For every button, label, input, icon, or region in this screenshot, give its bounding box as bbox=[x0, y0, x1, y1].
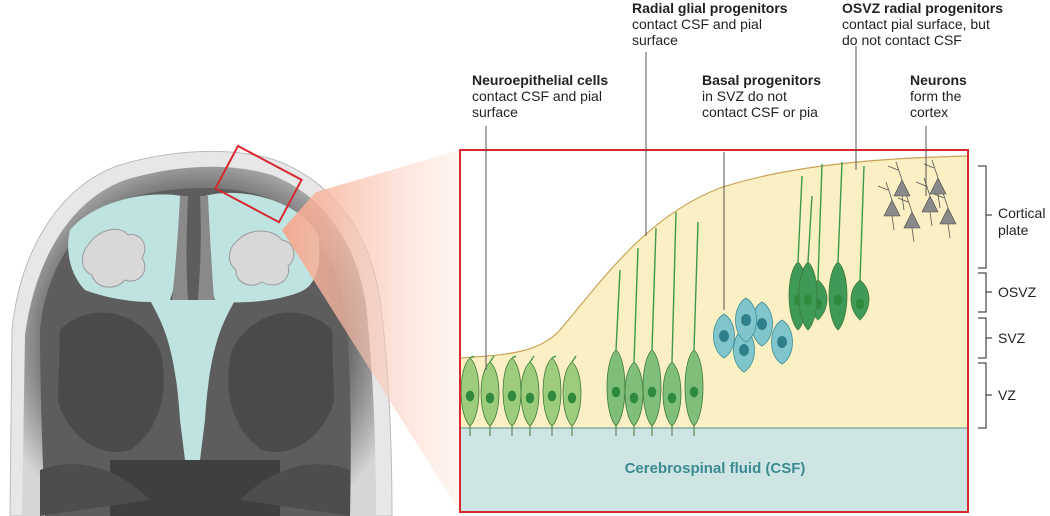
radial-glial-cell-4-nucleus bbox=[667, 392, 677, 404]
zone-label-vz: VZ bbox=[998, 387, 1016, 403]
neuron-branch-5 bbox=[887, 165, 899, 171]
cortical-tissue bbox=[460, 156, 968, 428]
neuroepithelial-cell-2-nucleus bbox=[485, 392, 495, 404]
neuroepithelial-desc-2: surface bbox=[472, 104, 518, 120]
neuron-axon-2 bbox=[911, 227, 915, 243]
basal-nucleus-3 bbox=[757, 318, 767, 330]
radial-glial-title: Radial glial progenitors bbox=[632, 0, 788, 16]
neuroepithelial-cell-4-nucleus bbox=[525, 392, 535, 404]
pial-surface-line bbox=[460, 155, 968, 359]
neuron-branch-2 bbox=[897, 197, 909, 203]
neuroepithelial-cell-1-process bbox=[469, 355, 475, 359]
label-osvz-radial-progenitors: OSVZ radial progenitors contact pial sur… bbox=[842, 0, 1003, 48]
osvz-radial-desc-2: do not contact CSF bbox=[842, 32, 962, 48]
csf-label: Cerebrospinal fluid (CSF) bbox=[624, 460, 806, 477]
basal-desc-1: in SVZ do not bbox=[702, 88, 787, 104]
neuroepithelial-cell-5-process bbox=[551, 355, 557, 359]
neuron-branch-1 bbox=[877, 185, 889, 191]
radial-glial-cell-1-nucleus bbox=[611, 386, 621, 398]
neuron-branch-3 bbox=[915, 181, 927, 187]
label-neurons: Neurons form the cortex bbox=[910, 72, 967, 120]
neuroepithelial-cell-4-process bbox=[529, 355, 535, 363]
zone-cortical-line-2: plate bbox=[998, 222, 1029, 238]
zone-brackets bbox=[978, 165, 992, 429]
radial-glial-cell-4-process bbox=[671, 211, 677, 363]
radial-glial-cell-2-process bbox=[633, 247, 639, 363]
neurons-desc-2: cortex bbox=[910, 104, 949, 120]
radial-glial-desc-1: contact CSF and pial bbox=[632, 16, 762, 32]
label-radial-glial-progenitors: Radial glial progenitors contact CSF and… bbox=[632, 0, 788, 48]
basal-nucleus-5 bbox=[741, 314, 751, 326]
basal-nucleus-4 bbox=[777, 336, 787, 348]
bracket-osvz bbox=[978, 272, 992, 313]
osvz-radial-desc-1: contact pial surface, but bbox=[842, 16, 990, 32]
bracket-cortical-plate bbox=[978, 165, 992, 269]
radial-glial-cell-3-process bbox=[651, 227, 657, 351]
osvz-radial-cell-4-process bbox=[859, 165, 865, 281]
cortex-schematic-panel bbox=[460, 150, 968, 512]
bracket-svz bbox=[978, 317, 992, 359]
neuron-dendrite-1 bbox=[885, 181, 893, 201]
neuroepithelial-cell-3-process bbox=[511, 355, 517, 359]
osvz-radial-title: OSVZ radial progenitors bbox=[842, 0, 1004, 16]
radial-glial-cell-2-nucleus bbox=[629, 392, 639, 404]
neuron-axon-4 bbox=[947, 223, 951, 239]
zone-label-osvz: OSVZ bbox=[998, 284, 1037, 300]
neuron-axon-5 bbox=[901, 195, 905, 211]
neuroepithelial-title: Neuroepithelial cells bbox=[472, 72, 609, 88]
neurons-title: Neurons bbox=[910, 72, 967, 88]
radial-glial-cell-5-nucleus bbox=[689, 386, 699, 398]
neuron-dendrite-2 bbox=[905, 193, 913, 213]
neuroepithelial-cell-1-nucleus bbox=[465, 390, 475, 402]
zone-label-cortical-plate: Cortical plate bbox=[998, 205, 1045, 239]
neuron-dendrite-6 bbox=[931, 159, 939, 179]
radial-glial-cell-3-nucleus bbox=[647, 386, 657, 398]
osvz-radial-cell-4-nucleus bbox=[855, 298, 865, 310]
bracket-vz bbox=[978, 362, 992, 429]
neuroepithelial-cell-5-nucleus bbox=[547, 390, 557, 402]
leader-lines bbox=[485, 46, 927, 370]
neuroepithelial-cell-2-process bbox=[489, 355, 495, 363]
basal-nucleus-1 bbox=[719, 330, 729, 342]
csf-region bbox=[460, 428, 968, 512]
neuroepithelial-cell-6-nucleus bbox=[567, 392, 577, 404]
neuron-axon-6 bbox=[937, 193, 941, 209]
neuron-branch-4 bbox=[933, 193, 945, 199]
osvz-radial-cell-1-process bbox=[797, 175, 803, 263]
osvz-radial-cell-5-nucleus bbox=[803, 294, 813, 306]
neuron-axon-1 bbox=[891, 215, 895, 231]
zoom-callout bbox=[282, 150, 460, 512]
radial-glial-desc-2: surface bbox=[632, 32, 678, 48]
label-basal-progenitors: Basal progenitors in SVZ do not contact … bbox=[702, 72, 821, 120]
label-neuroepithelial-cells: Neuroepithelial cells contact CSF and pi… bbox=[472, 72, 608, 120]
zone-cortical-line-1: Cortical bbox=[998, 205, 1046, 221]
neuron-dendrite-3 bbox=[923, 177, 931, 197]
zoom-box-marker bbox=[214, 144, 303, 224]
radial-glial-cell-5-process bbox=[693, 221, 699, 351]
neuroepithelial-cell-3-nucleus bbox=[507, 390, 517, 402]
basal-title: Basal progenitors bbox=[702, 72, 822, 88]
osvz-radial-cell-5-process bbox=[807, 195, 813, 263]
zone-label-svz: SVZ bbox=[998, 330, 1026, 346]
neurons-desc-1: form the bbox=[910, 88, 962, 104]
radial-glial-cell-1-process bbox=[615, 269, 621, 351]
neuron-axon-3 bbox=[929, 211, 933, 227]
osvz-radial-cell-3-nucleus bbox=[833, 294, 843, 306]
basal-nucleus-2 bbox=[739, 344, 749, 356]
osvz-radial-cell-2-process bbox=[817, 163, 823, 281]
osvz-radial-cell-3-process bbox=[837, 161, 843, 263]
neuroepithelial-cell-6-process bbox=[571, 355, 577, 363]
basal-desc-2: contact CSF or pia bbox=[702, 104, 818, 120]
panel-frame bbox=[459, 149, 969, 513]
neuron-dendrite-5 bbox=[895, 161, 903, 181]
neuroepithelial-desc-1: contact CSF and pial bbox=[472, 88, 602, 104]
